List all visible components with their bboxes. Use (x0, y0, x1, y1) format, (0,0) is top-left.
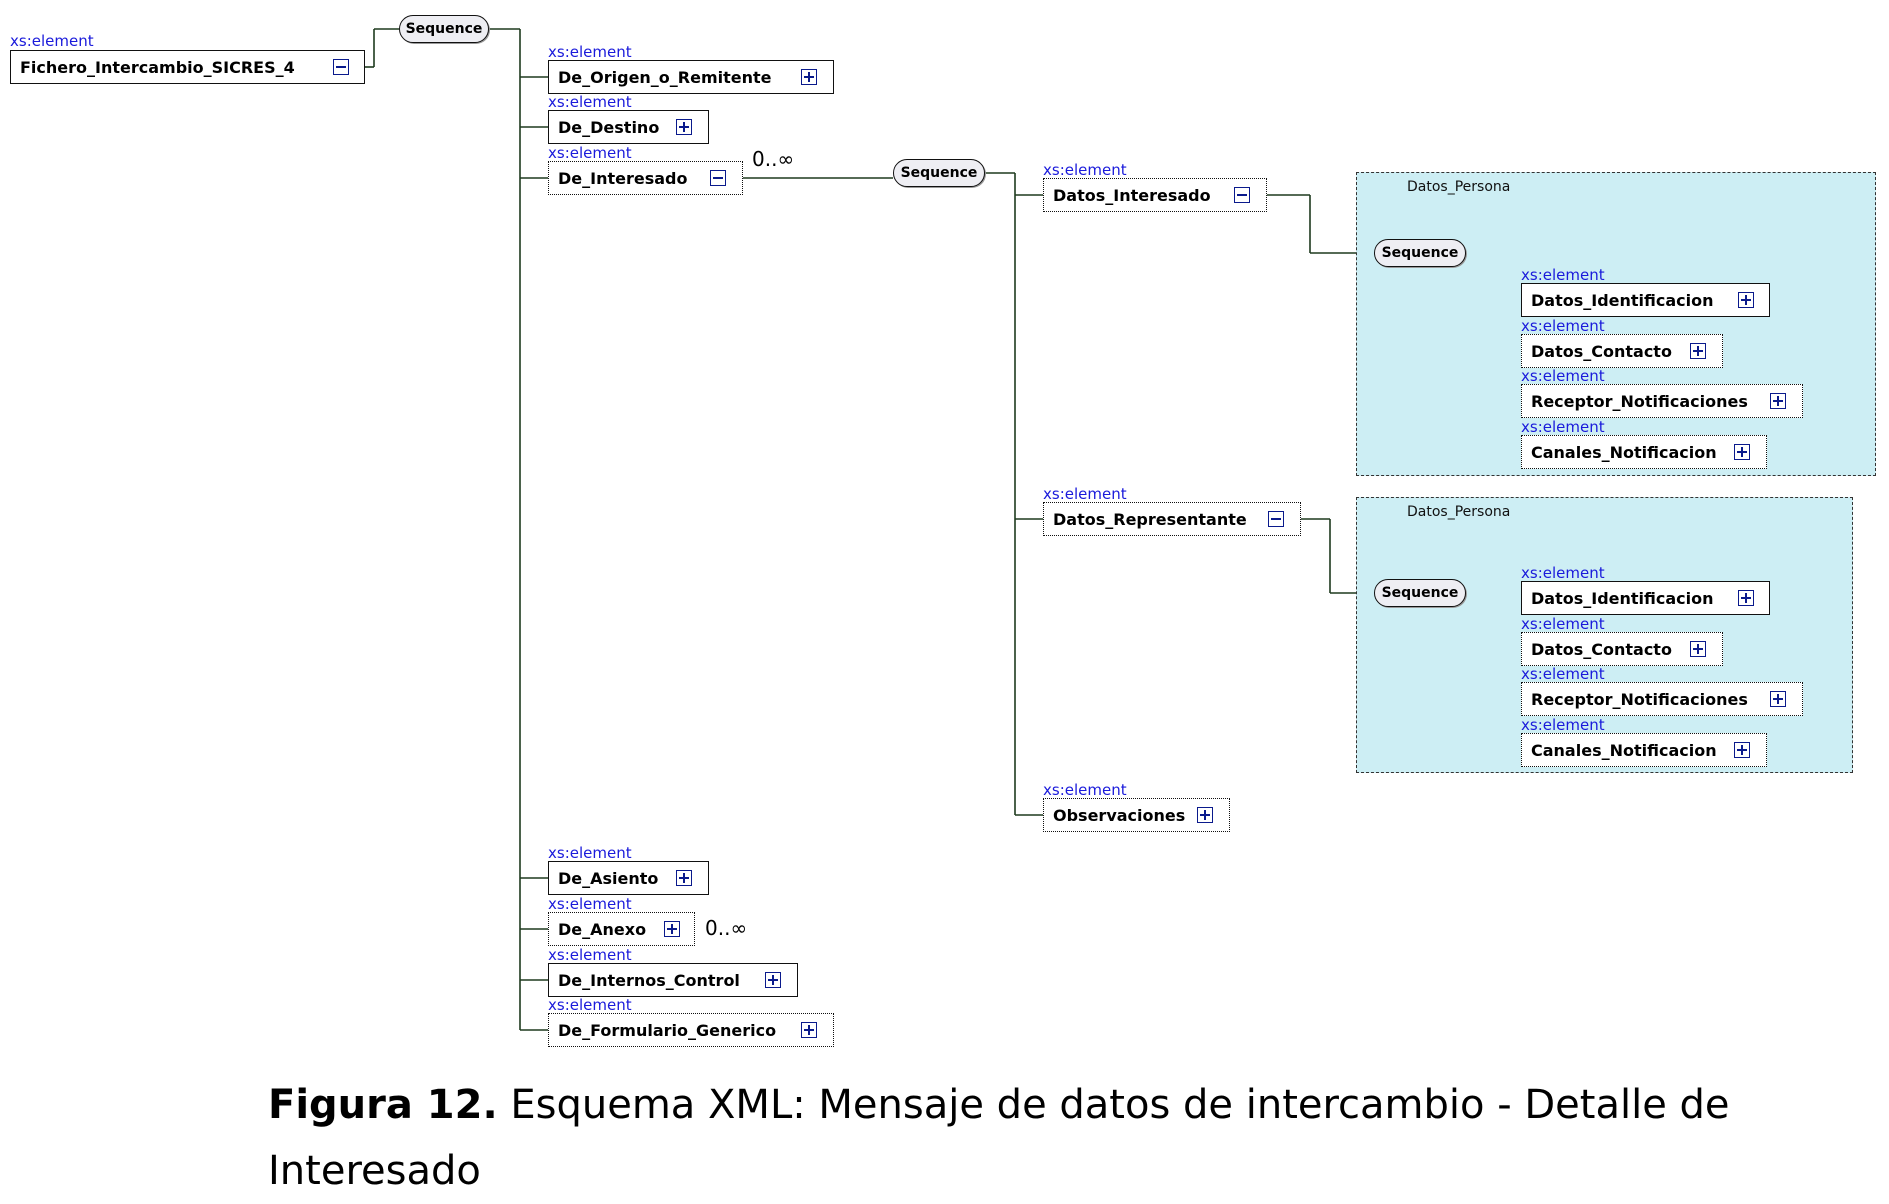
element-datos-contacto[interactable]: Datos_Contacto (1521, 334, 1723, 368)
element-canales-notificacion[interactable]: Canales_Notificacion (1521, 733, 1767, 767)
element-datos-contacto[interactable]: Datos_Contacto (1521, 632, 1723, 666)
element-kind-label: xs:element (548, 144, 632, 162)
element-kind-label: xs:element (1521, 615, 1605, 633)
sequence-label: Sequence (1381, 585, 1459, 601)
element-name: Canales_Notificacion (1531, 442, 1717, 462)
element-name: Receptor_Notificaciones (1531, 391, 1748, 411)
element-name: Datos_Contacto (1531, 639, 1672, 659)
caption-label: Figura 12. (268, 1082, 498, 1128)
expand-icon[interactable] (801, 69, 817, 85)
element-kind-label: xs:element (1521, 266, 1605, 284)
element-kind-label: xs:element (548, 895, 632, 913)
collapse-icon[interactable] (1268, 511, 1284, 527)
element-name: De_Anexo (558, 919, 647, 939)
expand-icon[interactable] (1197, 807, 1213, 823)
root-kind-label: xs:element (10, 32, 94, 50)
element-datos-representante[interactable]: Datos_Representante (1043, 502, 1301, 536)
element-name: Datos_Interesado (1053, 185, 1211, 205)
connector-lines (365, 28, 1521, 1031)
element-kind-label: xs:element (548, 844, 632, 862)
element-name: Fichero_Intercambio_SICRES_4 (20, 57, 295, 77)
element-datos-interesado[interactable]: Datos_Interesado (1043, 178, 1267, 212)
element-kind-label: xs:element (548, 996, 632, 1014)
expand-icon[interactable] (676, 119, 692, 135)
collapse-icon[interactable] (333, 59, 349, 75)
sequence-label: Sequence (1381, 245, 1459, 261)
caption-text: Esquema XML: Mensaje de datos de interca… (268, 1082, 1730, 1194)
element-kind-label: xs:element (1521, 716, 1605, 734)
element-de-formulario-generico[interactable]: De_Formulario_Generico (548, 1013, 834, 1047)
element-canales-notificacion[interactable]: Canales_Notificacion (1521, 435, 1767, 469)
expand-icon[interactable] (676, 870, 692, 886)
element-observaciones[interactable]: Observaciones (1043, 798, 1230, 832)
element-name: Canales_Notificacion (1531, 740, 1717, 760)
sequence-label: Sequence (405, 21, 483, 37)
cardinality-label: 0..∞ (705, 916, 748, 940)
element-name: De_Internos_Control (558, 970, 740, 990)
sequence-datos-representante: Sequence (1374, 579, 1466, 607)
figure-caption: Figura 12. Esquema XML: Mensaje de datos… (268, 1072, 1828, 1204)
expand-icon[interactable] (1690, 641, 1706, 657)
element-de-destino[interactable]: De_Destino (548, 110, 709, 144)
element-kind-label: xs:element (1043, 161, 1127, 179)
element-de-asiento[interactable]: De_Asiento (548, 861, 709, 895)
element-kind-label: xs:element (1521, 317, 1605, 335)
expand-icon[interactable] (765, 972, 781, 988)
group-title: Datos_Persona (1407, 179, 1511, 195)
expand-icon[interactable] (1770, 691, 1786, 707)
element-de-interesado[interactable]: De_Interesado (548, 161, 743, 195)
element-name: Observaciones (1053, 805, 1186, 825)
element-receptor-notificaciones[interactable]: Receptor_Notificaciones (1521, 384, 1803, 418)
collapse-icon[interactable] (1234, 187, 1250, 203)
element-datos-identificacion[interactable]: Datos_Identificacion (1521, 283, 1770, 317)
sequence-root: Sequence (399, 15, 489, 43)
element-name: Datos_Identificacion (1531, 588, 1714, 608)
group-title: Datos_Persona (1407, 504, 1511, 520)
expand-icon[interactable] (1738, 590, 1754, 606)
element-name: De_Asiento (558, 868, 659, 888)
collapse-icon[interactable] (710, 170, 726, 186)
element-datos-identificacion[interactable]: Datos_Identificacion (1521, 581, 1770, 615)
expand-icon[interactable] (801, 1022, 817, 1038)
element-kind-label: xs:element (548, 93, 632, 111)
element-name: De_Formulario_Generico (558, 1020, 777, 1040)
element-name: Datos_Identificacion (1531, 290, 1714, 310)
cardinality-label: 0..∞ (752, 147, 795, 171)
expand-icon[interactable] (664, 921, 680, 937)
expand-icon[interactable] (1738, 292, 1754, 308)
element-kind-label: xs:element (1043, 781, 1127, 799)
expand-icon[interactable] (1734, 444, 1750, 460)
expand-icon[interactable] (1734, 742, 1750, 758)
expand-icon[interactable] (1770, 393, 1786, 409)
element-de-internos-control[interactable]: De_Internos_Control (548, 963, 798, 997)
datos-persona-group-1: Datos_Persona (1356, 172, 1876, 476)
element-kind-label: xs:element (1043, 485, 1127, 503)
element-kind-label: xs:element (1521, 564, 1605, 582)
element-name: De_Destino (558, 117, 660, 137)
element-kind-label: xs:element (1521, 367, 1605, 385)
element-de-anexo[interactable]: De_Anexo (548, 912, 695, 946)
element-de-origen-o-remitente[interactable]: De_Origen_o_Remitente (548, 60, 834, 94)
element-fichero-intercambio-sicres-4[interactable]: Fichero_Intercambio_SICRES_4 (10, 50, 365, 84)
element-name: Receptor_Notificaciones (1531, 689, 1748, 709)
expand-icon[interactable] (1690, 343, 1706, 359)
element-receptor-notificaciones[interactable]: Receptor_Notificaciones (1521, 682, 1803, 716)
element-name: De_Origen_o_Remitente (558, 67, 772, 87)
sequence-interesado: Sequence (893, 159, 985, 187)
element-kind-label: xs:element (1521, 418, 1605, 436)
element-name: Datos_Representante (1053, 509, 1247, 529)
element-kind-label: xs:element (548, 43, 632, 61)
sequence-label: Sequence (900, 165, 978, 181)
sequence-datos-interesado: Sequence (1374, 239, 1466, 267)
element-name: Datos_Contacto (1531, 341, 1672, 361)
element-kind-label: xs:element (1521, 665, 1605, 683)
element-kind-label: xs:element (548, 946, 632, 964)
element-name: De_Interesado (558, 168, 688, 188)
